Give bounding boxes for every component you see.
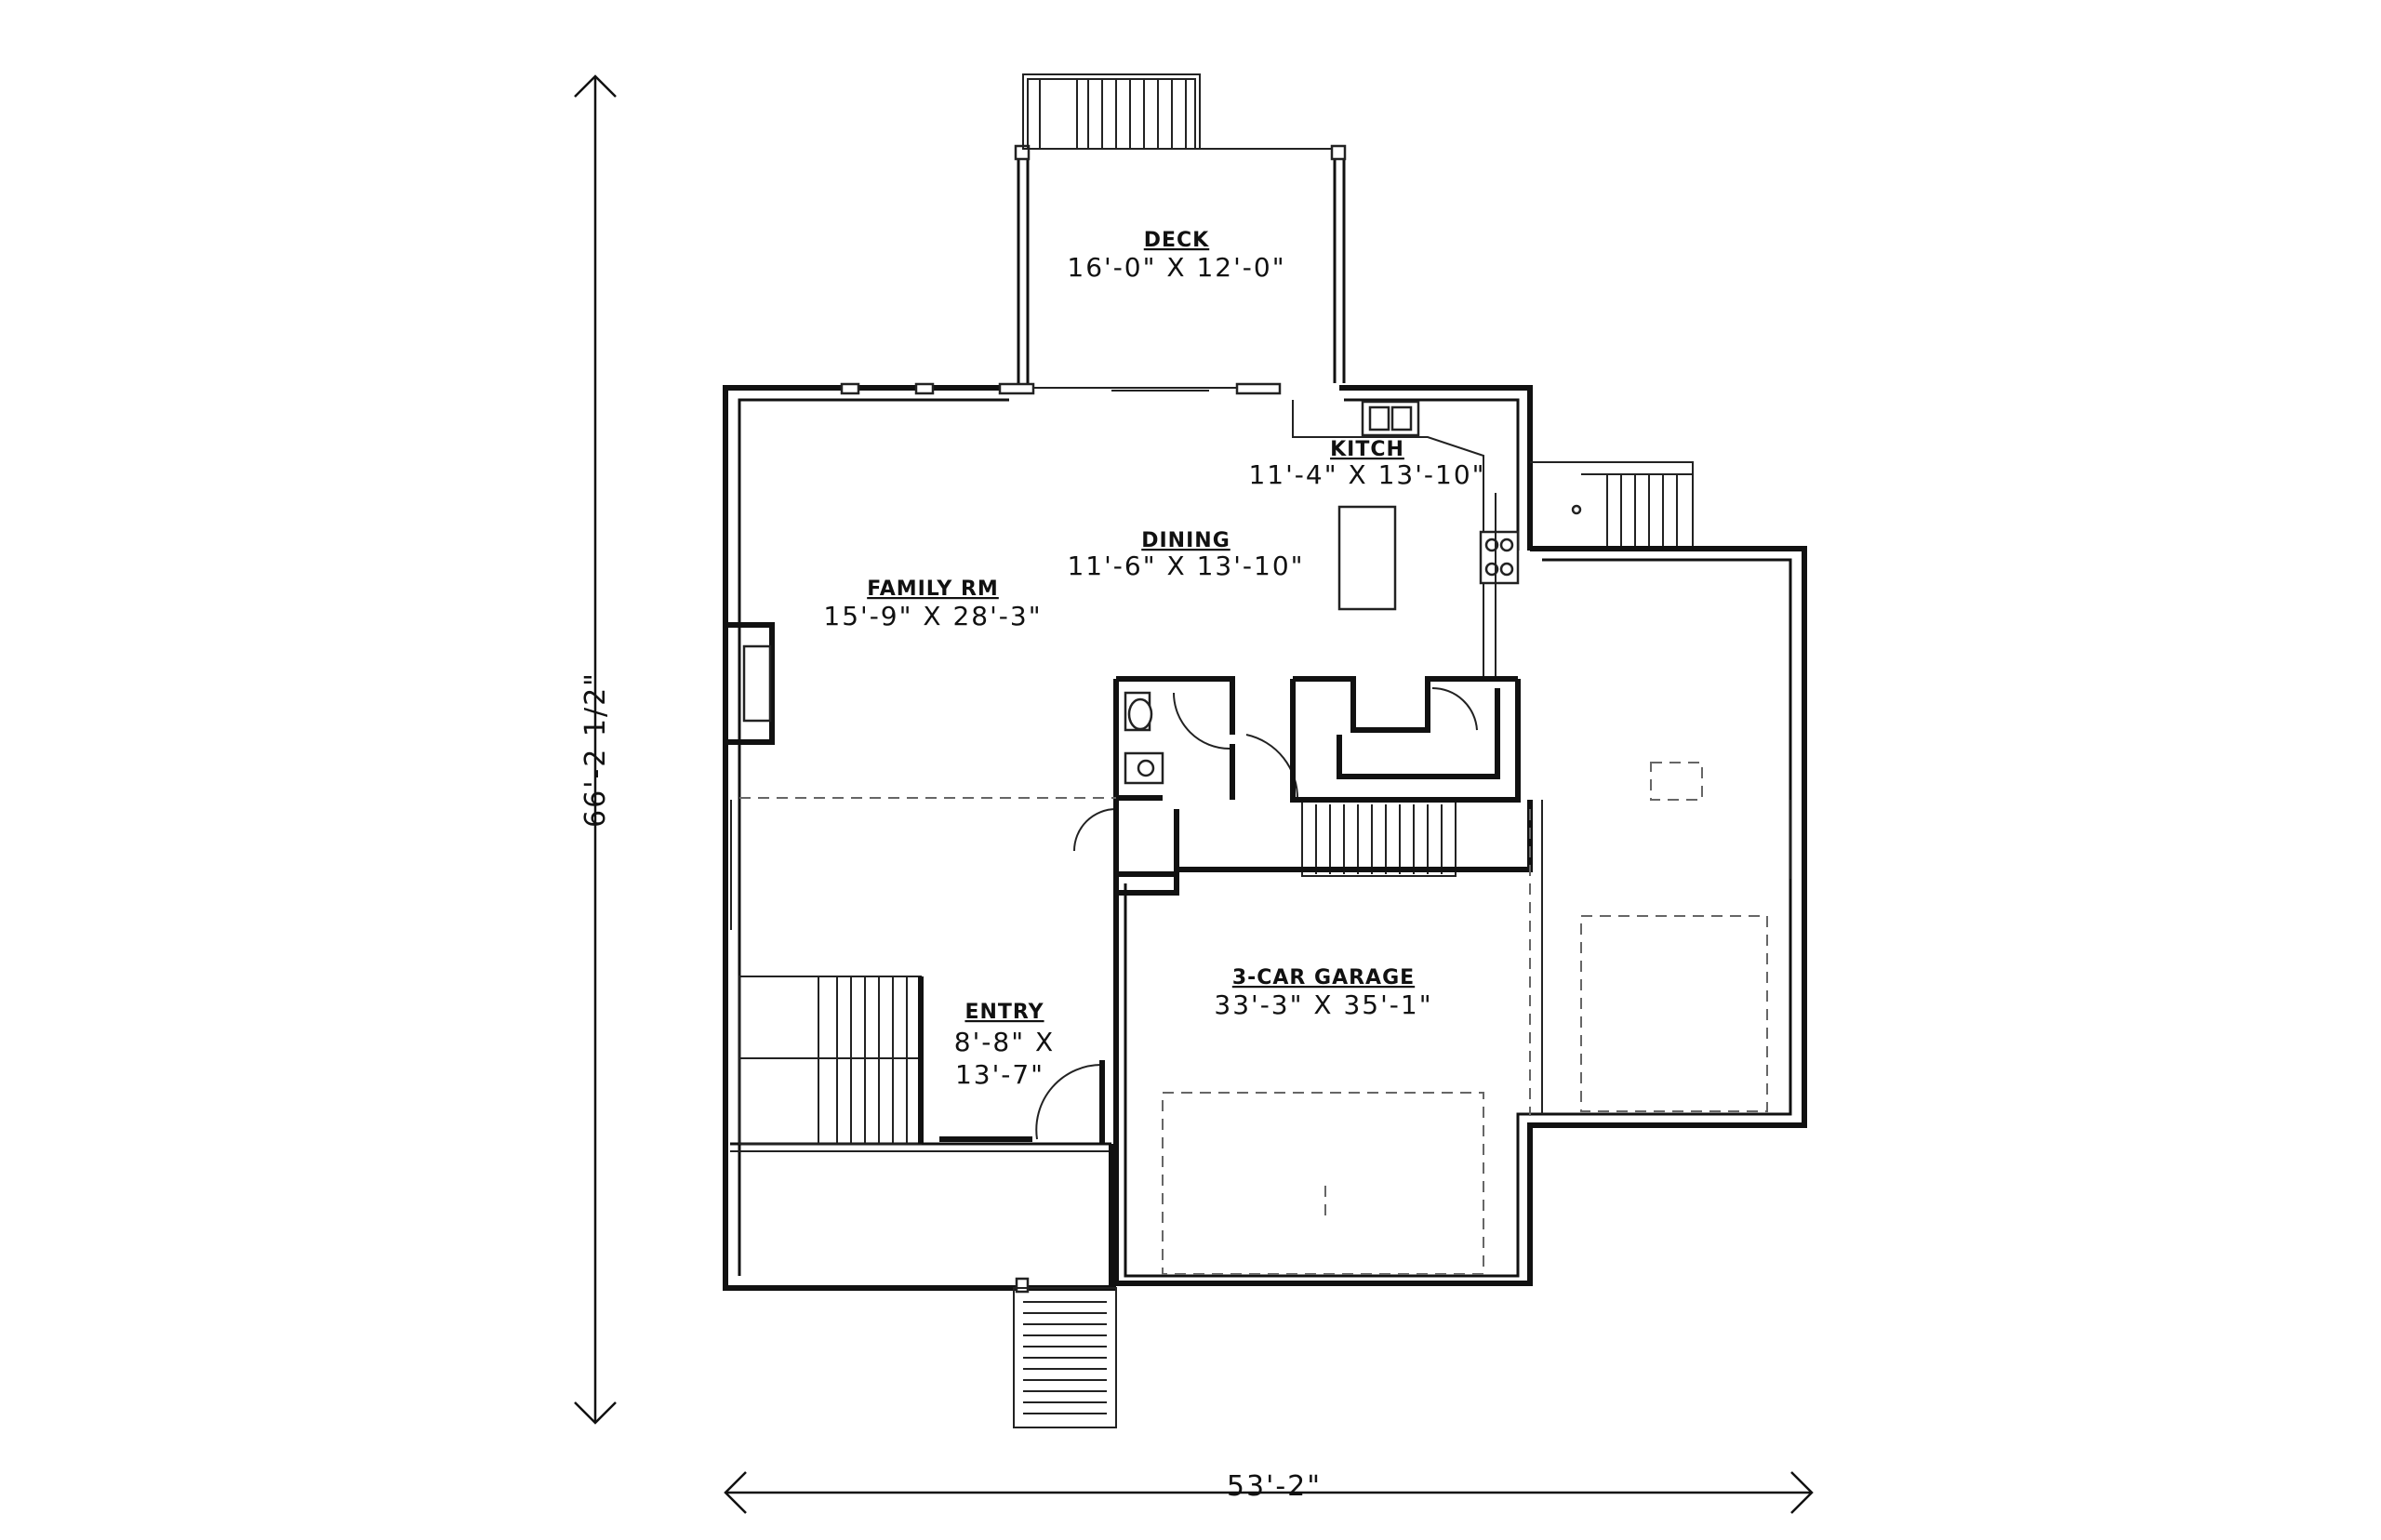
height-dimension: 66'-2 1/2": [574, 74, 617, 1425]
deck-stairs: [1022, 73, 1201, 150]
overall-height-label: 66'-2 1/2": [579, 671, 612, 828]
side-stairs: [1530, 461, 1694, 551]
dining-dimensions: 11'-6" X 13'-10": [1067, 551, 1304, 581]
kitchen-counters: [1292, 400, 1520, 680]
overall-width-label: 53'-2": [1227, 1470, 1322, 1503]
entry-door: [939, 1060, 1105, 1144]
deck-dimensions: 16'-0" X 12'-0": [1067, 252, 1285, 283]
garage-dimensions: 33'-3" X 35'-1": [1214, 989, 1432, 1020]
dining-label: DINING: [1141, 529, 1230, 552]
entry-dimensions-line2: 13'-7": [955, 1059, 1044, 1090]
family-room-dimensions: 15'-9" X 28'-3": [823, 601, 1042, 631]
center-core: [739, 676, 1521, 896]
fireplace: [725, 622, 775, 745]
front-stairs: [1013, 1287, 1117, 1428]
entry-dimensions-line1: 8'-8" X: [954, 1027, 1055, 1057]
deck-label: DECK: [1144, 229, 1209, 252]
exterior-walls: [723, 382, 1533, 1294]
kitchen-label: KITCH: [1330, 438, 1404, 461]
deck: [1014, 73, 1347, 383]
width-dimension: 53'-2": [724, 1470, 1814, 1514]
entry-label: ENTRY: [964, 1001, 1044, 1024]
kitchen-dimensions: 11'-4" X 13'-10": [1248, 459, 1485, 490]
garage: [1113, 546, 1807, 1286]
family-room-label: FAMILY RM: [867, 578, 999, 601]
garage-label: 3-CAR GARAGE: [1232, 966, 1415, 989]
entry-stairs: [738, 976, 924, 1145]
